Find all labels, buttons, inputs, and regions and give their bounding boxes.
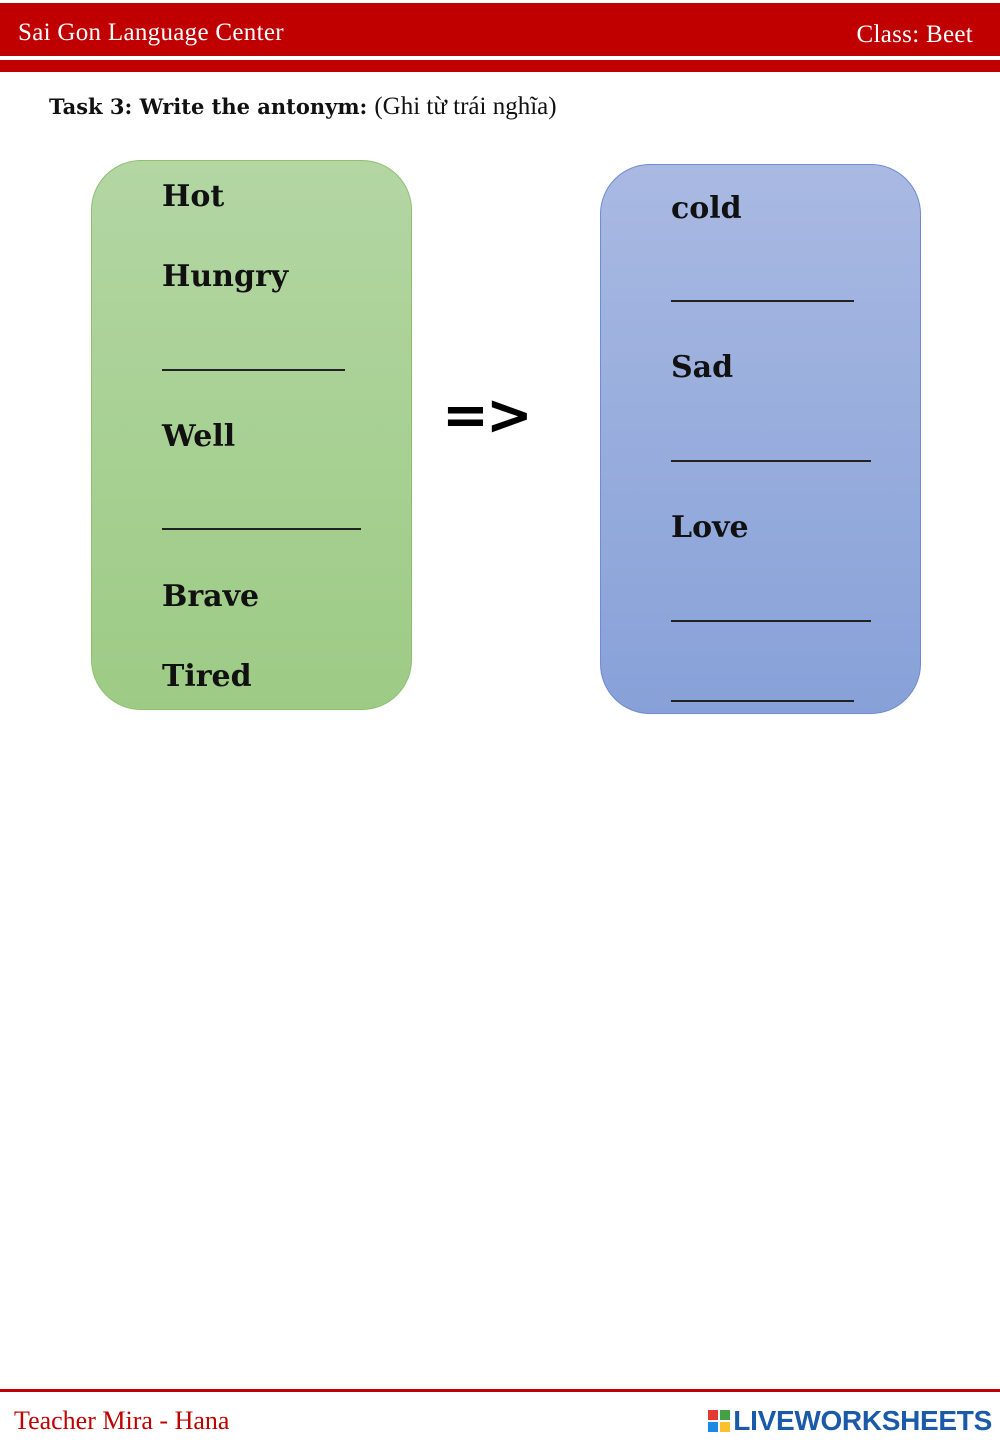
liveworksheets-brand[interactable]: LIVEWORKSHEETS	[708, 1405, 992, 1437]
word-sad: Sad	[671, 350, 734, 385]
logo-square-green	[720, 1410, 731, 1420]
right-answer-blank-2[interactable]	[671, 460, 871, 462]
right-answer-blank-4[interactable]	[671, 700, 854, 702]
word-hot: Hot	[162, 179, 225, 214]
footer-divider	[0, 1389, 1000, 1392]
task-note: (Ghi từ trái nghĩa)	[374, 93, 557, 120]
teacher-name: Teacher Mira - Hana	[14, 1406, 230, 1435]
arrow-symbol: =>	[442, 383, 533, 448]
task-heading: Task 3: Write the antonym: (Ghi từ trái …	[49, 93, 557, 121]
header-divider	[0, 58, 1000, 72]
right-answer-blank-1[interactable]	[671, 300, 854, 302]
center-name: Sai Gon Language Center	[18, 19, 284, 46]
word-cold: cold	[671, 191, 742, 226]
task-title: Task 3: Write the antonym:	[49, 94, 368, 119]
right-word-box	[600, 164, 921, 714]
word-brave: Brave	[162, 579, 260, 614]
word-well: Well	[162, 419, 236, 454]
word-hungry: Hungry	[162, 259, 289, 294]
left-answer-blank-2[interactable]	[162, 528, 361, 530]
header-bar: Sai Gon Language Center Class: Beet	[0, 3, 1000, 56]
left-answer-blank-1[interactable]	[162, 369, 345, 371]
logo-square-red	[708, 1410, 719, 1420]
brand-name: LIVEWORKSHEETS	[733, 1405, 992, 1436]
left-word-box	[91, 160, 412, 710]
right-answer-blank-3[interactable]	[671, 620, 871, 622]
word-love: Love	[671, 510, 749, 545]
word-tired: Tired	[162, 659, 252, 694]
liveworksheets-logo-icon	[708, 1410, 731, 1432]
logo-square-blue	[708, 1422, 719, 1432]
class-label: Class: Beet	[856, 21, 973, 48]
logo-square-yellow	[720, 1422, 731, 1432]
